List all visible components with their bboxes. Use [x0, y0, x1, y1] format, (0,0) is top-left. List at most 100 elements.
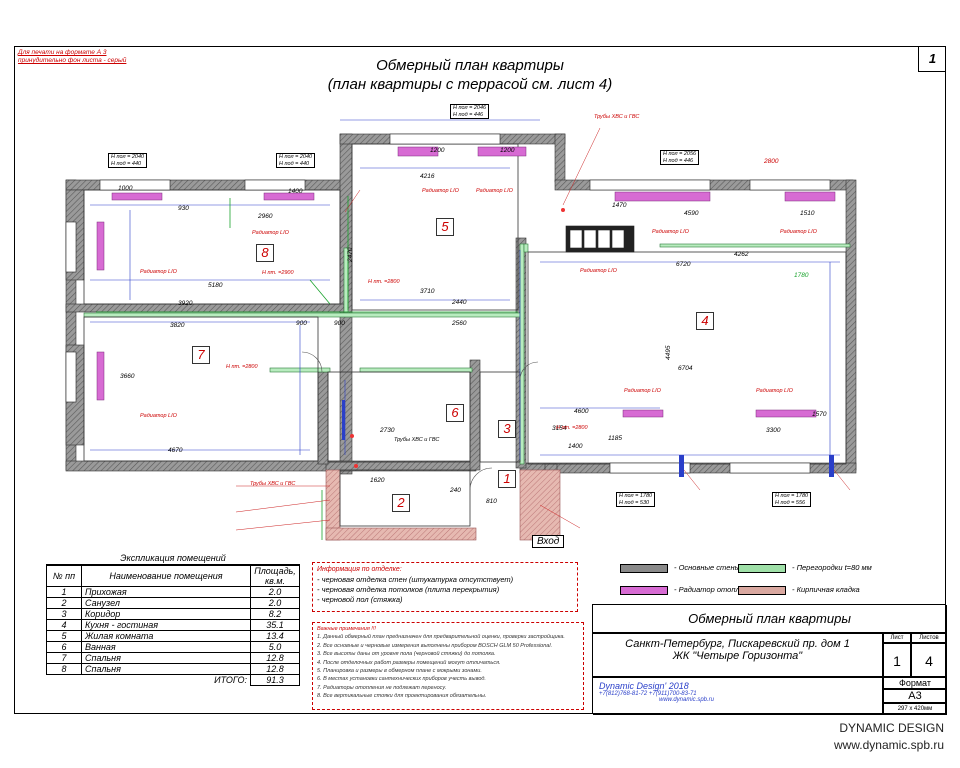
radiator-label: Радиатор LIO	[140, 269, 177, 275]
ceiling-height-label: H пт. =2800	[556, 425, 588, 431]
col-no-header: № пп	[46, 565, 82, 587]
col-name-header: Наименование помещения	[81, 565, 251, 587]
stamp-format-size: 297 x 420мм	[883, 703, 947, 715]
finish-notes: Информация по отделке: - черновая отделк…	[312, 562, 578, 612]
room-number-3: 3	[498, 420, 516, 438]
radiator-label: Радиатор LIO	[652, 229, 689, 235]
svg-text:240: 240	[449, 487, 461, 494]
svg-text:1000: 1000	[118, 185, 133, 192]
legend-swatch-partitions	[738, 564, 786, 573]
svg-text:1200: 1200	[500, 147, 515, 154]
room-number-2: 2	[392, 494, 410, 512]
entry-label: Вход	[532, 535, 565, 548]
explication-title: Экспликация помещений	[46, 552, 300, 565]
room-number-4: 4	[696, 312, 714, 330]
drawing-sheet	[14, 46, 946, 714]
stamp-sheet-header: Лист	[883, 633, 911, 643]
important-remarks: Важные примечания !!! 1. Данный обмерный…	[312, 622, 584, 710]
legend-label: - Перегородки t=80 мм	[792, 563, 872, 572]
svg-text:4600: 4600	[574, 408, 589, 415]
window-height-tag: H пол = 2046 H под = 446	[450, 104, 490, 119]
plan-subtitle: (план квартиры с террасой см. лист 4)	[327, 76, 613, 93]
stamp-sheets: 4	[911, 643, 947, 677]
pipes-label: Трубы ХВС и ГВС	[250, 481, 296, 487]
svg-text:2440: 2440	[451, 299, 467, 306]
window-height-tag: H пол = 1780 H под = 556	[772, 492, 812, 507]
ceiling-height-label: H пт. =2900	[262, 270, 294, 276]
pipes-label: Трубы ХВС и ГВС	[594, 114, 640, 120]
partitions	[83, 243, 851, 465]
room-number-8: 8	[256, 244, 274, 262]
radiator-label: Радиатор LIO	[780, 229, 817, 235]
room-number-1: 1	[498, 470, 516, 488]
legend-label: - Радиатор отопления	[674, 585, 757, 594]
svg-text:4590: 4590	[684, 210, 699, 217]
svg-text:1200: 1200	[430, 147, 445, 154]
svg-text:3710: 3710	[420, 288, 435, 295]
explication-table: Экспликация помещений № пп Наименование …	[46, 552, 300, 686]
svg-text:1780: 1780	[794, 272, 809, 279]
radiator-label: Радиатор LIO	[252, 230, 289, 236]
main-walls	[65, 133, 857, 535]
radiator-label: Радиатор LIO	[422, 188, 459, 194]
svg-text:6704: 6704	[678, 365, 693, 372]
col-area-header: Площадь, кв.м.	[250, 565, 300, 587]
legend-swatch-walls	[620, 564, 668, 573]
title-block: Обмерный план квартиры Санкт-Петербург, …	[592, 604, 947, 715]
radiator-label: Радиатор LIO	[476, 188, 513, 194]
ceiling-height-label: H пт. =2800	[368, 279, 400, 285]
svg-text:2800: 2800	[763, 158, 779, 165]
svg-text:3154: 3154	[552, 425, 567, 432]
svg-text:1620: 1620	[370, 477, 385, 484]
svg-text:4216: 4216	[420, 173, 435, 180]
svg-text:1510: 1510	[800, 210, 815, 217]
svg-text:4670: 4670	[168, 447, 183, 454]
stamp-title: Обмерный план квартиры	[593, 605, 947, 633]
window-height-tag: H пол = 2056 H под = 446	[660, 150, 700, 165]
stamp-company: Dynamic Design' 2018 +7(812)768-81-72 +7…	[593, 677, 883, 715]
svg-text:900: 900	[296, 320, 307, 327]
legend-label: - Основные стены	[674, 563, 741, 572]
print-note: Для печати на формате А 3 принудительно …	[18, 49, 127, 64]
stamp-sheets-header: Листов	[911, 633, 947, 643]
brick-walls	[325, 469, 561, 541]
window-height-tag: H пол = 1780 H под = 530	[616, 492, 656, 507]
svg-text:1400: 1400	[288, 188, 303, 195]
brand-name: DYNAMIC DESIGN	[839, 721, 944, 735]
window-height-tag: H пол = 2040 H под = 440	[276, 153, 316, 168]
svg-text:3820: 3820	[170, 322, 185, 329]
svg-text:1570: 1570	[812, 411, 827, 418]
ceiling-height-label: H пт. =2800	[226, 364, 258, 370]
svg-text:2560: 2560	[451, 320, 467, 327]
stamp-format: А3	[883, 689, 947, 703]
svg-text:4495: 4495	[665, 345, 672, 360]
svg-text:3920: 3920	[178, 300, 193, 307]
room-number-6: 6	[446, 404, 464, 422]
brand-block: DYNAMIC DESIGN www.dynamic.spb.ru	[834, 720, 944, 754]
svg-text:2470: 2470	[347, 247, 354, 263]
svg-text:4262: 4262	[734, 251, 749, 258]
svg-text:810: 810	[486, 498, 497, 505]
brand-site[interactable]: www.dynamic.spb.ru	[833, 738, 944, 752]
table-total-row: ИТОГО:91.3	[47, 674, 300, 686]
radiator-label: Радиатор LIO	[140, 413, 177, 419]
svg-text:3660: 3660	[120, 373, 135, 380]
svg-text:930: 930	[178, 205, 189, 212]
room-number-5: 5	[436, 218, 454, 236]
svg-text:900: 900	[334, 320, 345, 327]
svg-text:2730: 2730	[379, 427, 395, 434]
radiator-label: Радиатор LIO	[624, 388, 661, 394]
svg-text:3300: 3300	[766, 427, 781, 434]
pipes-label: Трубы ХВС и ГВС	[394, 437, 440, 443]
page-number: 1	[918, 46, 946, 72]
plan-title: Обмерный план квартиры	[376, 57, 564, 74]
radiator-label: Радиатор LIO	[756, 388, 793, 394]
legend-swatch-brick	[738, 586, 786, 595]
